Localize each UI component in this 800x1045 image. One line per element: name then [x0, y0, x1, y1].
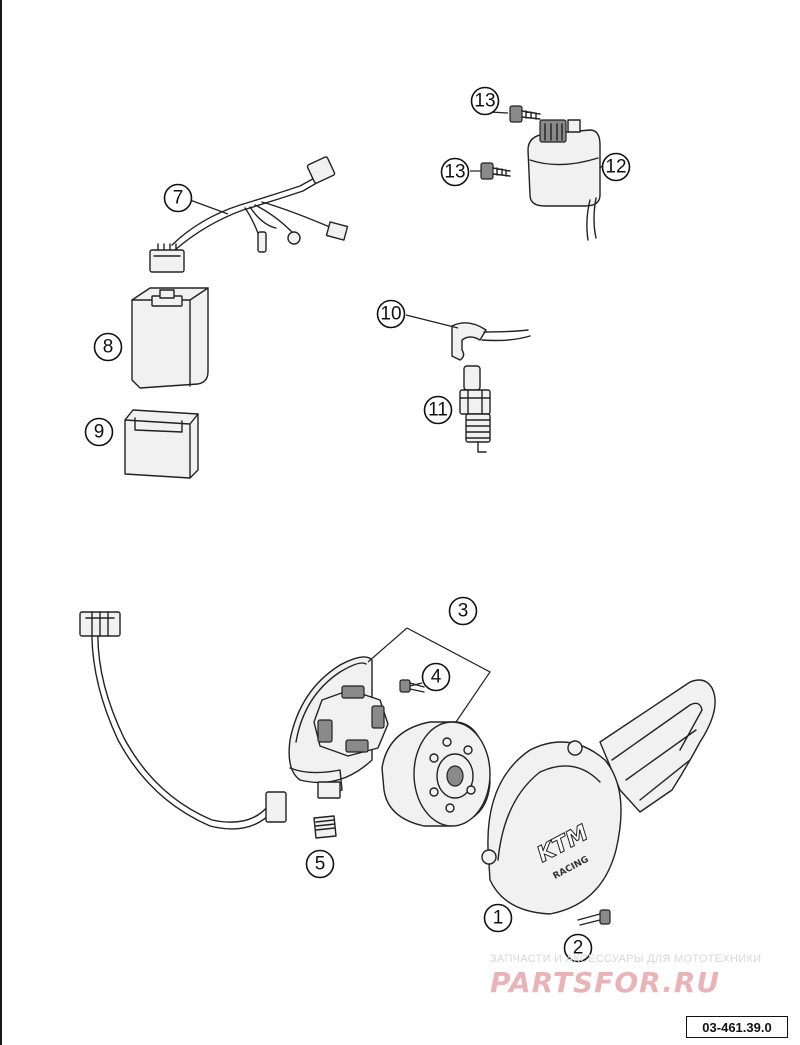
screw-part-2 [577, 909, 611, 926]
svg-text:1: 1 [493, 908, 504, 929]
svg-text:3: 3 [458, 601, 469, 622]
callout-12: 12 [601, 152, 631, 182]
spark-plug-cap-part-10 [451, 322, 531, 361]
callout-13-lower: 13 [440, 157, 470, 187]
callout-5: 5 [305, 849, 335, 879]
screw-part-13-lower [480, 162, 511, 180]
page-left-border [0, 0, 2, 1045]
svg-text:7: 7 [173, 188, 184, 209]
callout-4: 4 [421, 662, 451, 692]
flywheel-rotor [381, 721, 491, 827]
callout-9: 9 [84, 417, 114, 447]
callout-1: 1 [483, 903, 513, 933]
callout-8: 8 [93, 332, 123, 362]
svg-text:12: 12 [605, 157, 626, 178]
pad-part-5 [313, 815, 337, 839]
svg-text:4: 4 [431, 667, 442, 688]
watermark-logo: PARTSFOR.RU [490, 966, 720, 999]
svg-text:8: 8 [103, 337, 114, 358]
callout-11: 11 [423, 395, 453, 425]
svg-text:2: 2 [573, 938, 584, 959]
callout-10: 10 [376, 299, 406, 329]
svg-text:13: 13 [474, 91, 495, 112]
diagram-reference-code: 03-461.39.0 [686, 1016, 788, 1038]
svg-text:5: 5 [315, 854, 326, 875]
svg-text:13: 13 [444, 162, 465, 183]
callout-3: 3 [448, 596, 478, 626]
cdi-holder-part-9 [124, 409, 199, 479]
screw-part-13-upper [509, 105, 541, 123]
watermark-tagline: ЗАПЧАСТИ И АКСЕССУАРЫ ДЛЯ МОТОТЕХНИКИ [490, 953, 761, 965]
ignition-cover-part-1: KTM RACING [481, 679, 716, 915]
svg-text:11: 11 [428, 400, 448, 421]
callout-7: 7 [163, 183, 193, 213]
svg-text:9: 9 [94, 422, 105, 443]
stator-assembly-part-3 [79, 611, 389, 830]
cdi-unit-part-8 [131, 287, 209, 389]
spark-plug-part-11 [459, 365, 491, 453]
callout-13-upper: 13 [470, 86, 500, 116]
wiring-harness-part-7 [149, 156, 349, 273]
svg-text:10: 10 [380, 304, 401, 325]
ignition-coil-part-12 [527, 119, 601, 241]
callout-2: 2 [563, 933, 593, 963]
